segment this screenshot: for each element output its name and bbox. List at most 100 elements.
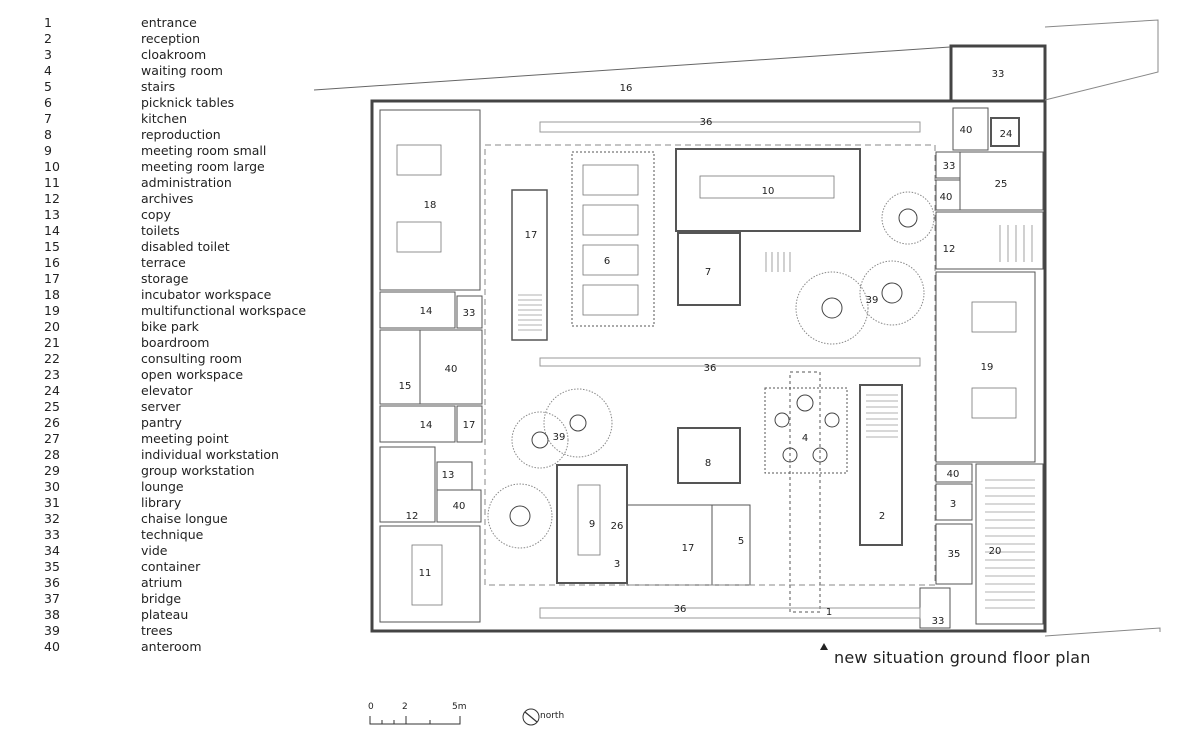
room-6 [571,151,655,327]
legend-label: trees [141,623,173,638]
room-14-bottom [379,405,456,443]
room-number-label: 14 [420,420,433,431]
room-7 [677,232,741,306]
tree [859,260,925,326]
legend-number: 9 [44,143,52,158]
room-number-label: 26 [611,521,624,532]
legend-number: 11 [44,175,60,190]
legend-number: 28 [44,447,60,462]
room-number-label: 25 [995,179,1008,190]
room-number-label: 12 [406,511,419,522]
legend-label: meeting room small [141,143,267,158]
room-14-top [379,291,456,329]
room-19 [935,271,1036,463]
tree [881,191,935,245]
room-number-label: 2 [879,511,885,522]
legend-label: kitchen [141,111,188,126]
room-number-label: 40 [453,501,466,512]
room-number-label: 36 [674,604,687,615]
room-35 [935,523,973,585]
legend-label: incubator workspace [141,287,272,302]
legend-number: 16 [44,255,60,270]
legend-number: 38 [44,607,60,622]
legend-number: 33 [44,527,60,542]
legend-label: lounge [141,479,184,494]
legend-label: group workstation [141,463,255,478]
room-number-label: 33 [992,69,1005,80]
room-number-label: 18 [424,200,437,211]
room-number-label: 24 [1000,129,1013,140]
legend-label: plateau [141,607,189,622]
room-number-label: 17 [682,543,695,554]
room-4 [764,387,848,474]
table [411,544,443,606]
desk [396,221,442,253]
plan-caption: new situation ground floor plan [834,648,1091,667]
legend-number: 23 [44,367,60,382]
room-number-label: 16 [620,83,633,94]
room-15 [379,329,421,405]
legend-label: pantry [141,415,182,430]
legend-label: waiting room [141,63,223,78]
context-line [313,46,951,91]
legend-number: 27 [44,431,60,446]
stool [782,447,798,463]
room-number-label: 36 [704,363,717,374]
legend-number: 13 [44,207,60,222]
stool [774,412,790,428]
room-number-label: 11 [419,568,432,579]
legend-label: vide [141,543,168,558]
legend-label: cloakroom [141,47,207,62]
legend-number: 26 [44,415,60,430]
room-20 [975,463,1044,625]
room-24 [990,117,1020,147]
table [577,484,601,556]
room-number-label: 1 [826,607,832,618]
legend-label: entrance [141,15,197,30]
room-18 [379,109,481,291]
room-number-label: 33 [932,616,945,627]
legend-number: 10 [44,159,60,174]
room-number-label: 39 [553,432,566,443]
legend-label: consulting room [141,351,242,366]
legend-label: toilets [141,223,180,238]
stool [796,394,814,412]
stair-lines [765,252,791,272]
room-number-label: 17 [525,230,538,241]
room-10 [675,148,861,232]
stair-lines [985,479,1035,609]
legend-number: 7 [44,111,52,126]
legend-label: copy [141,207,171,222]
legend-label: storage [141,271,189,286]
stair-lines [999,225,1033,262]
context-line-right [1044,19,1159,101]
atrium-band-top [539,121,921,133]
legend-number: 18 [44,287,60,302]
scale-label: 0 [368,702,374,712]
room-number-label: 10 [762,186,775,197]
legend-label: archives [141,191,194,206]
legend-label: atrium [141,575,183,590]
stair-lines [518,294,542,331]
room-number-label: 40 [947,469,960,480]
scale-bar: 0 2 5m [360,702,480,732]
legend-number: 30 [44,479,60,494]
legend-label: individual workstation [141,447,279,462]
room-number-label: 6 [604,256,610,267]
legend-label: stairs [141,79,176,94]
room-33-left [456,295,483,329]
room-12-left [379,446,436,523]
legend-number: 12 [44,191,60,206]
legend-number: 21 [44,335,60,350]
room-number-label: 33 [943,161,956,172]
legend-number: 22 [44,351,60,366]
legend-label: elevator [141,383,193,398]
tree [511,411,569,469]
legend-number: 8 [44,127,52,142]
room-2 [859,384,903,546]
legend-label: container [141,559,201,574]
atrium-dashed [484,144,936,586]
north-arrow: north [520,706,600,730]
room-17-center [626,504,713,586]
